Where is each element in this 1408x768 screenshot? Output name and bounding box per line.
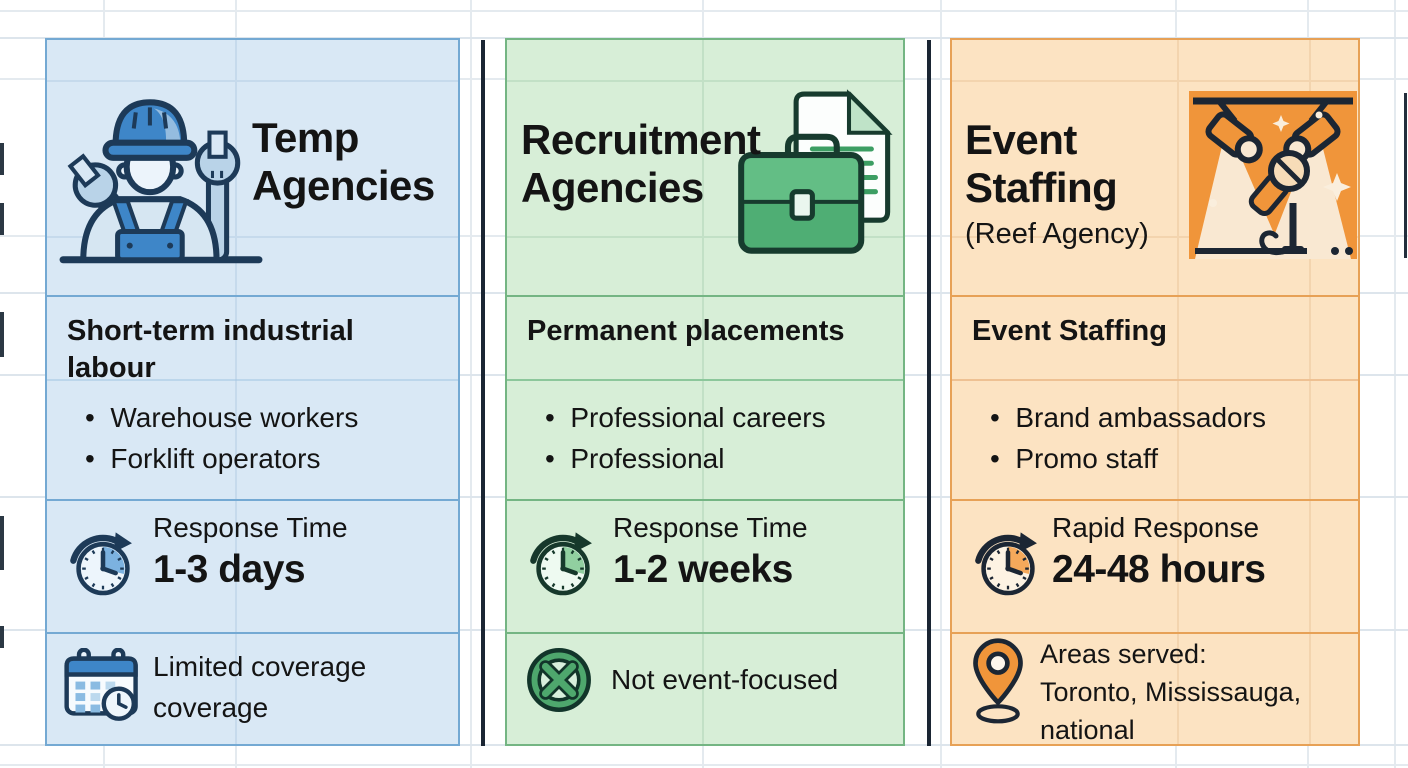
bullet-item: Brand ambassadors: [990, 397, 1348, 438]
bullet-list: Brand ambassadors Promo staff: [990, 397, 1348, 479]
section-divider: [507, 379, 903, 381]
column-event-staffing: Event Staffing (Reef Agency) Event Staff…: [950, 38, 1360, 746]
event-spotlight-microphone-icon: [1189, 91, 1357, 259]
response-value: 1-2 weeks: [613, 548, 793, 591]
bullet-item: Promo staff: [990, 438, 1348, 479]
location-pin-icon: [968, 636, 1028, 726]
response-clock-icon: [65, 527, 141, 603]
note-line: coverage: [153, 692, 269, 723]
services-section: Short-term industrial labour Warehouse w…: [47, 295, 458, 499]
bullet-item: Professional: [545, 438, 893, 479]
response-label: Response Time: [613, 512, 808, 543]
title-line: Agencies: [252, 162, 435, 209]
column-temp-agencies: Temp Agencies Short-term industrial labo…: [45, 38, 460, 746]
bullet-list: Warehouse workers Forklift operators: [85, 397, 448, 479]
grid-tint-line: [47, 80, 458, 82]
response-value: 24-48 hours: [1052, 548, 1266, 591]
response-section: Response Time 1-3 days: [47, 499, 458, 632]
services-section: Permanent placements Professional career…: [507, 295, 903, 499]
briefcase-documents-icon: [735, 88, 903, 269]
section-divider: [952, 379, 1358, 381]
bullet-item: Forklift operators: [85, 438, 448, 479]
column-title: Event Staffing (Reef Agency): [965, 116, 1149, 252]
column-recruitment-agencies: Recruitment Agencies Permanent placement…: [505, 38, 905, 746]
note-line: Limited coverage: [153, 651, 367, 682]
note-text: Not event-focused: [611, 659, 838, 700]
grid-line: [1394, 0, 1396, 768]
grid-tint-line: [235, 40, 237, 744]
column-header: Recruitment Agencies: [507, 40, 903, 295]
note-line: Not event-focused: [611, 664, 839, 695]
note-line: Areas served:: [1040, 639, 1207, 669]
right-edge-mark: [1404, 93, 1407, 258]
column-header: Temp Agencies: [47, 40, 458, 295]
left-edge-mark: [0, 203, 4, 235]
services-heading: Permanent placements: [527, 315, 845, 347]
grid-tint-line: [702, 40, 704, 744]
response-label: Response Time: [153, 512, 348, 543]
services-heading: Short-term industrial labour: [67, 315, 354, 384]
grid-tint-line: [952, 236, 1358, 238]
note-line: national: [1040, 715, 1135, 745]
grid-tint-line: [507, 80, 903, 82]
response-label: Rapid Response: [1052, 512, 1260, 543]
column-title: Recruitment Agencies: [521, 116, 761, 212]
title-line: Temp: [252, 114, 359, 161]
column-separator: [927, 40, 931, 746]
column-subtitle: (Reef Agency): [965, 218, 1149, 250]
response-section: Response Time 1-2 weeks: [507, 499, 903, 632]
left-edge-mark: [0, 143, 4, 175]
grid-tint-line: [952, 80, 1358, 82]
response-clock-icon: [525, 527, 601, 603]
grid-line: [0, 764, 1408, 766]
grid-line: [470, 0, 472, 768]
response-text: Response Time 1-3 days: [153, 510, 348, 593]
section-divider: [47, 379, 458, 381]
grid-line: [0, 10, 1408, 12]
grid-tint-line: [1309, 40, 1311, 744]
note-line: Toronto, Mississauga,: [1040, 677, 1302, 707]
left-edge-mark: [0, 516, 4, 570]
title-line: Agencies: [521, 164, 704, 211]
note-section: Limited coverage coverage: [47, 632, 458, 746]
title-line: Staffing: [965, 164, 1118, 211]
response-text: Rapid Response 24-48 hours: [1052, 510, 1266, 593]
grid-tint-line: [507, 236, 903, 238]
services-heading: Event Staffing: [972, 315, 1167, 347]
note-section: Not event-focused: [507, 632, 903, 746]
left-edge-mark: [0, 626, 4, 648]
bullet-list: Professional careers Professional: [545, 397, 893, 479]
response-clock-icon: [970, 527, 1046, 603]
note-text: Areas served: Toronto, Mississauga, nati…: [1040, 635, 1301, 749]
column-separator: [481, 40, 485, 746]
not-event-focused-icon: [523, 644, 595, 716]
bullet-item: Warehouse workers: [85, 397, 448, 438]
column-title: Temp Agencies: [252, 114, 435, 210]
title-line: Event: [965, 116, 1077, 163]
grid-tint-line: [1177, 40, 1179, 744]
calendar-clock-icon: [63, 648, 141, 724]
column-header: Event Staffing (Reef Agency): [952, 40, 1358, 295]
left-edge-mark: [0, 312, 4, 357]
note-section: Areas served: Toronto, Mississauga, nati…: [952, 632, 1358, 746]
response-section: Rapid Response 24-48 hours: [952, 499, 1358, 632]
bullet-item: Professional careers: [545, 397, 893, 438]
services-section: Event Staffing Brand ambassadors Promo s…: [952, 295, 1358, 499]
construction-worker-icon: [53, 88, 267, 268]
response-text: Response Time 1-2 weeks: [613, 510, 808, 593]
grid-tint-line: [47, 236, 458, 238]
title-line: Recruitment: [521, 116, 761, 163]
grid-line: [940, 0, 942, 768]
note-text: Limited coverage coverage: [153, 646, 366, 728]
response-value: 1-3 days: [153, 548, 306, 591]
